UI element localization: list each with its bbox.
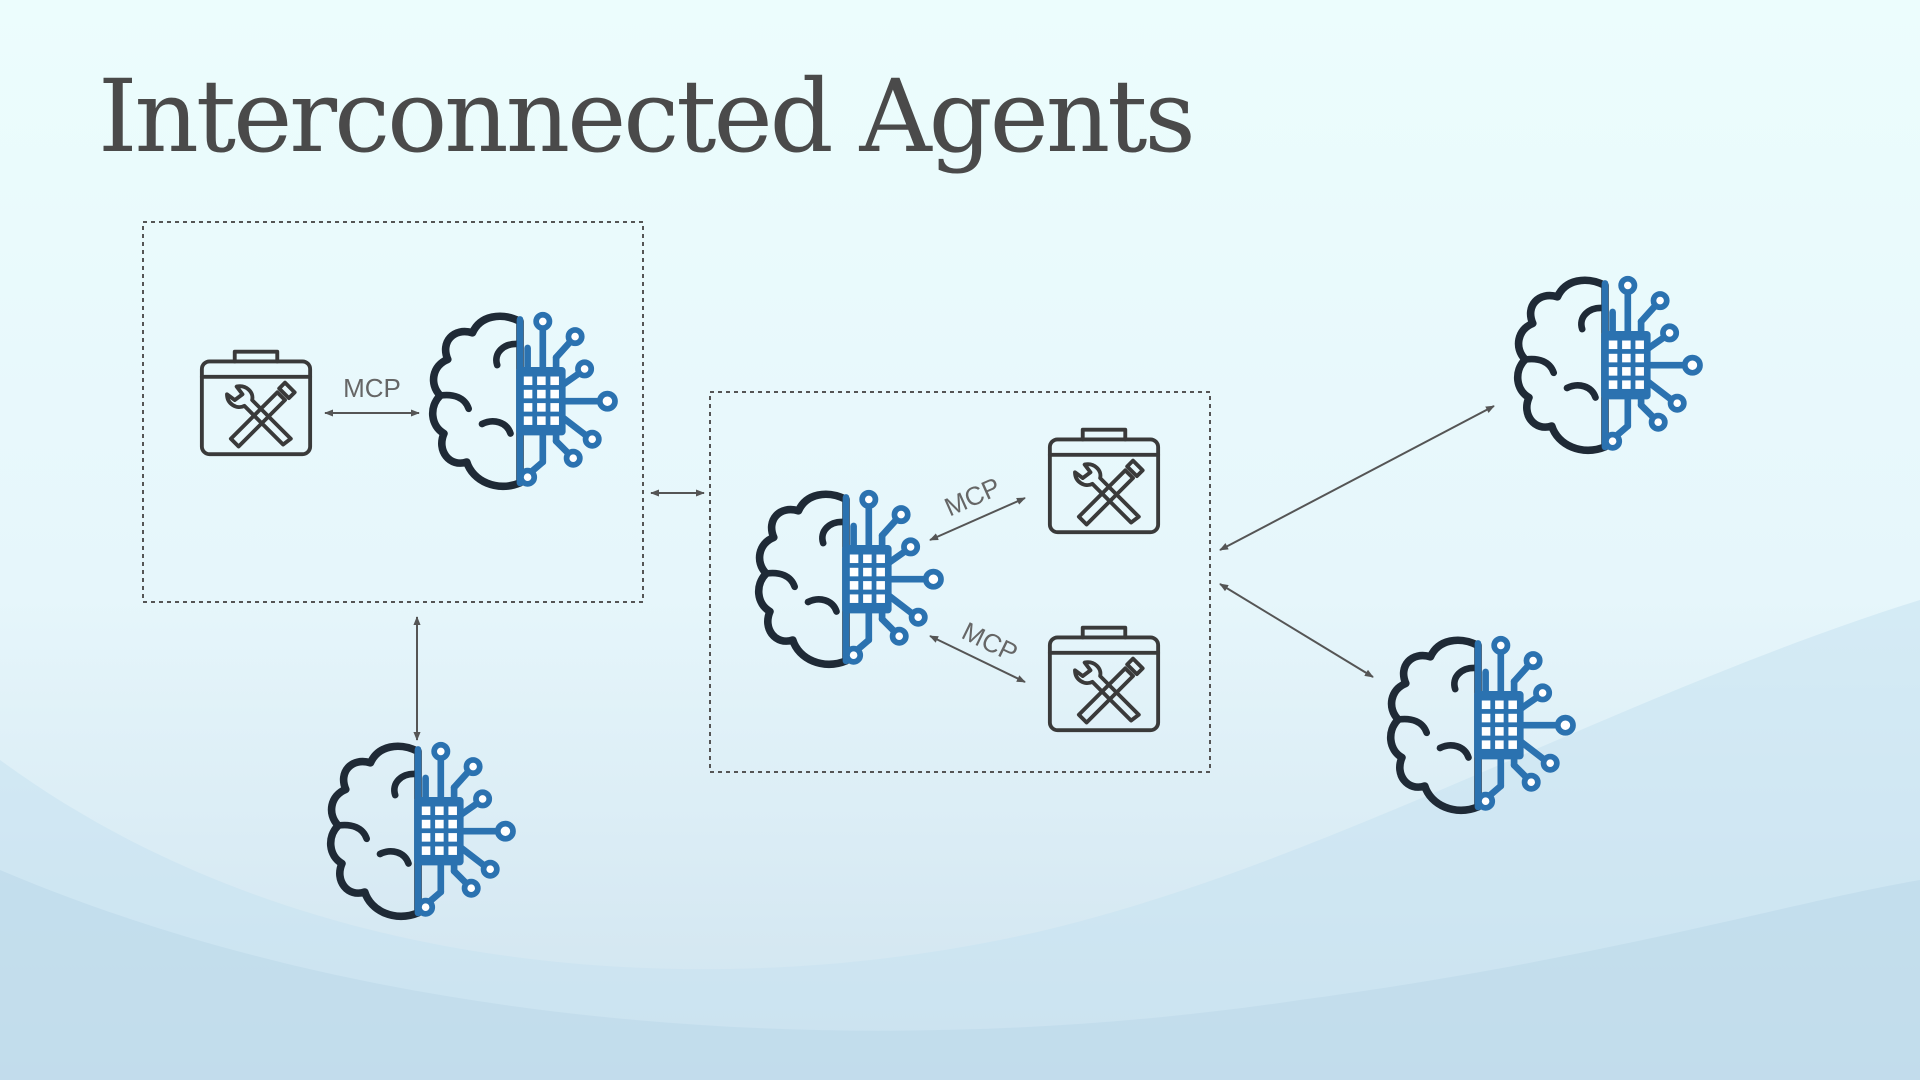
connector-center-mcp-top (929, 497, 1026, 541)
connector-center-to-top-right-agent (1219, 405, 1495, 551)
group-box-center (709, 391, 1211, 773)
group-box-left (142, 221, 644, 603)
background-wave (0, 600, 1920, 1080)
slide-title: Interconnected Agents (98, 58, 1196, 175)
background-wave-lower (0, 870, 1920, 1080)
mcp-label-left: MCP (343, 373, 401, 403)
connector-center-mcp-bottom (929, 635, 1026, 683)
connector-center-to-bottom-right-agent (1219, 583, 1374, 678)
